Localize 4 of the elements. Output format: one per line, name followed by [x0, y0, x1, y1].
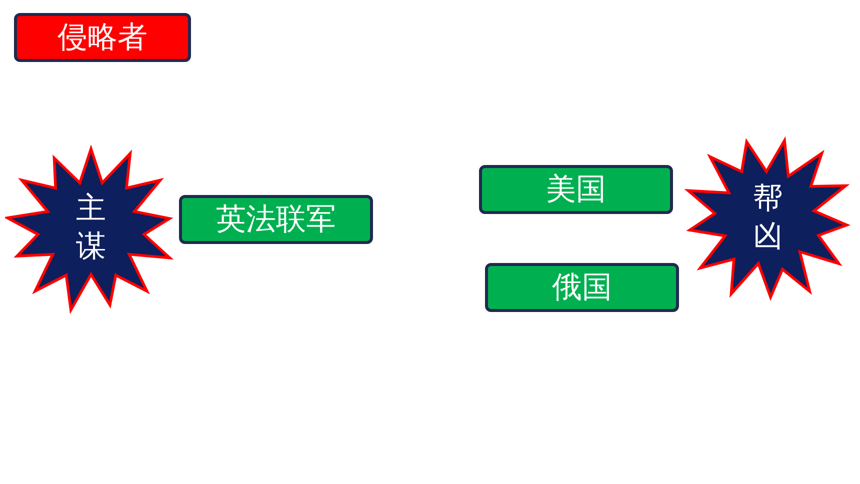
label-box: 美国 — [479, 165, 673, 214]
title-box: 侵略者 — [14, 13, 191, 62]
label-box: 英法联军 — [179, 195, 373, 244]
label-box: 俄国 — [485, 263, 679, 312]
